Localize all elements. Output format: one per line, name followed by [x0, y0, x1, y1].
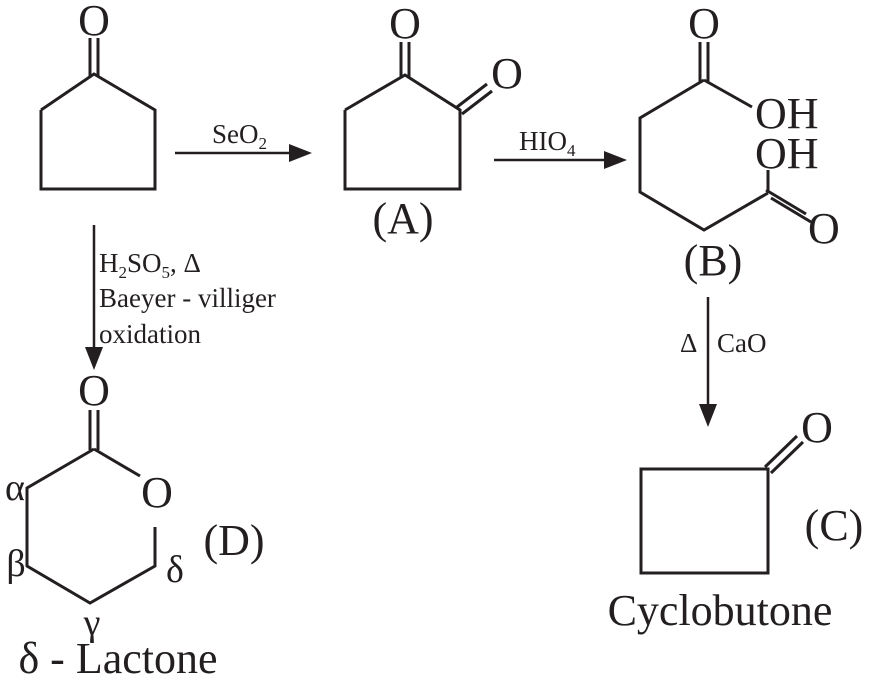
compound-c-structure: O (C) Cyclobutone: [608, 403, 864, 635]
oxygen-atom-1: O: [688, 0, 720, 48]
oxygen-atom-2: O: [808, 204, 840, 253]
compound-d-label: (D): [203, 516, 264, 565]
cyclopentane-ring: [343, 73, 462, 191]
compound-a-structure: O O (A): [343, 0, 523, 243]
compound-b-label: (B): [684, 236, 743, 285]
cyclopentane-ring: [39, 72, 157, 191]
c-oh-bond-1: [703, 78, 753, 109]
arrow-head: [85, 347, 103, 370]
hydroxyl-2: OH: [755, 129, 819, 178]
oxygen-atom: O: [78, 0, 110, 45]
delta-label: δ: [166, 549, 184, 591]
reagent-label: HIO4: [519, 126, 576, 160]
arrow-head: [699, 404, 717, 427]
carbonyl-bond-c: [763, 434, 799, 469]
oxygen-atom-1: O: [389, 0, 421, 48]
ring-oxygen: O: [141, 468, 173, 517]
cyclobutane-ring: [639, 467, 770, 575]
arrow-baeyer-villiger: H2SO5, Δ Baeyer - villiger oxidation: [85, 225, 276, 370]
carbonyl-bond-a2b: [461, 89, 493, 116]
arrow-head: [604, 151, 627, 169]
oxygen-atom: O: [801, 403, 833, 452]
carbonyl-bond-cb: [769, 440, 805, 475]
reagent-label: CaO: [717, 328, 767, 358]
reagent-line-2: Baeyer - villiger: [99, 283, 276, 313]
arrow-hio4: HIO4: [494, 126, 627, 169]
arrow-decarboxylation: Δ CaO: [680, 297, 767, 427]
arrow-head: [289, 144, 312, 162]
compound-c-name: Cyclobutone: [608, 586, 833, 635]
lactone-ring-chain: [25, 447, 157, 605]
compound-d-structure: O O α β γ δ (D) δ - Lactone: [5, 366, 265, 683]
ester-bond: [93, 447, 141, 478]
delta-symbol: Δ: [680, 328, 697, 358]
carbonyl-oxygen: O: [78, 366, 110, 415]
reagent-label: SeO2: [212, 119, 267, 153]
beta-label: β: [6, 543, 25, 585]
carbonyl-bond-a2: [456, 82, 488, 109]
cyclopentanone-structure: O: [39, 0, 157, 191]
compound-c-label: (C): [805, 501, 864, 550]
carbon-chain: [638, 78, 769, 232]
reagent-line-3: oxidation: [99, 319, 201, 349]
alpha-label: α: [5, 467, 25, 509]
carbonyl-bond-b2b: [770, 196, 812, 224]
gamma-label: γ: [83, 602, 101, 644]
compound-d-name: δ - Lactone: [18, 634, 217, 678]
carbonyl-bond-b2: [765, 188, 807, 216]
hydroxyl-1: OH: [755, 89, 819, 138]
reagent-line-1: H2SO5, Δ: [99, 248, 201, 282]
compound-b-structure: O OH OH O (B): [638, 0, 840, 285]
arrow-seo2: SeO2: [175, 119, 312, 162]
compound-a-label: (A): [372, 194, 433, 243]
oxygen-atom-2: O: [491, 49, 523, 98]
